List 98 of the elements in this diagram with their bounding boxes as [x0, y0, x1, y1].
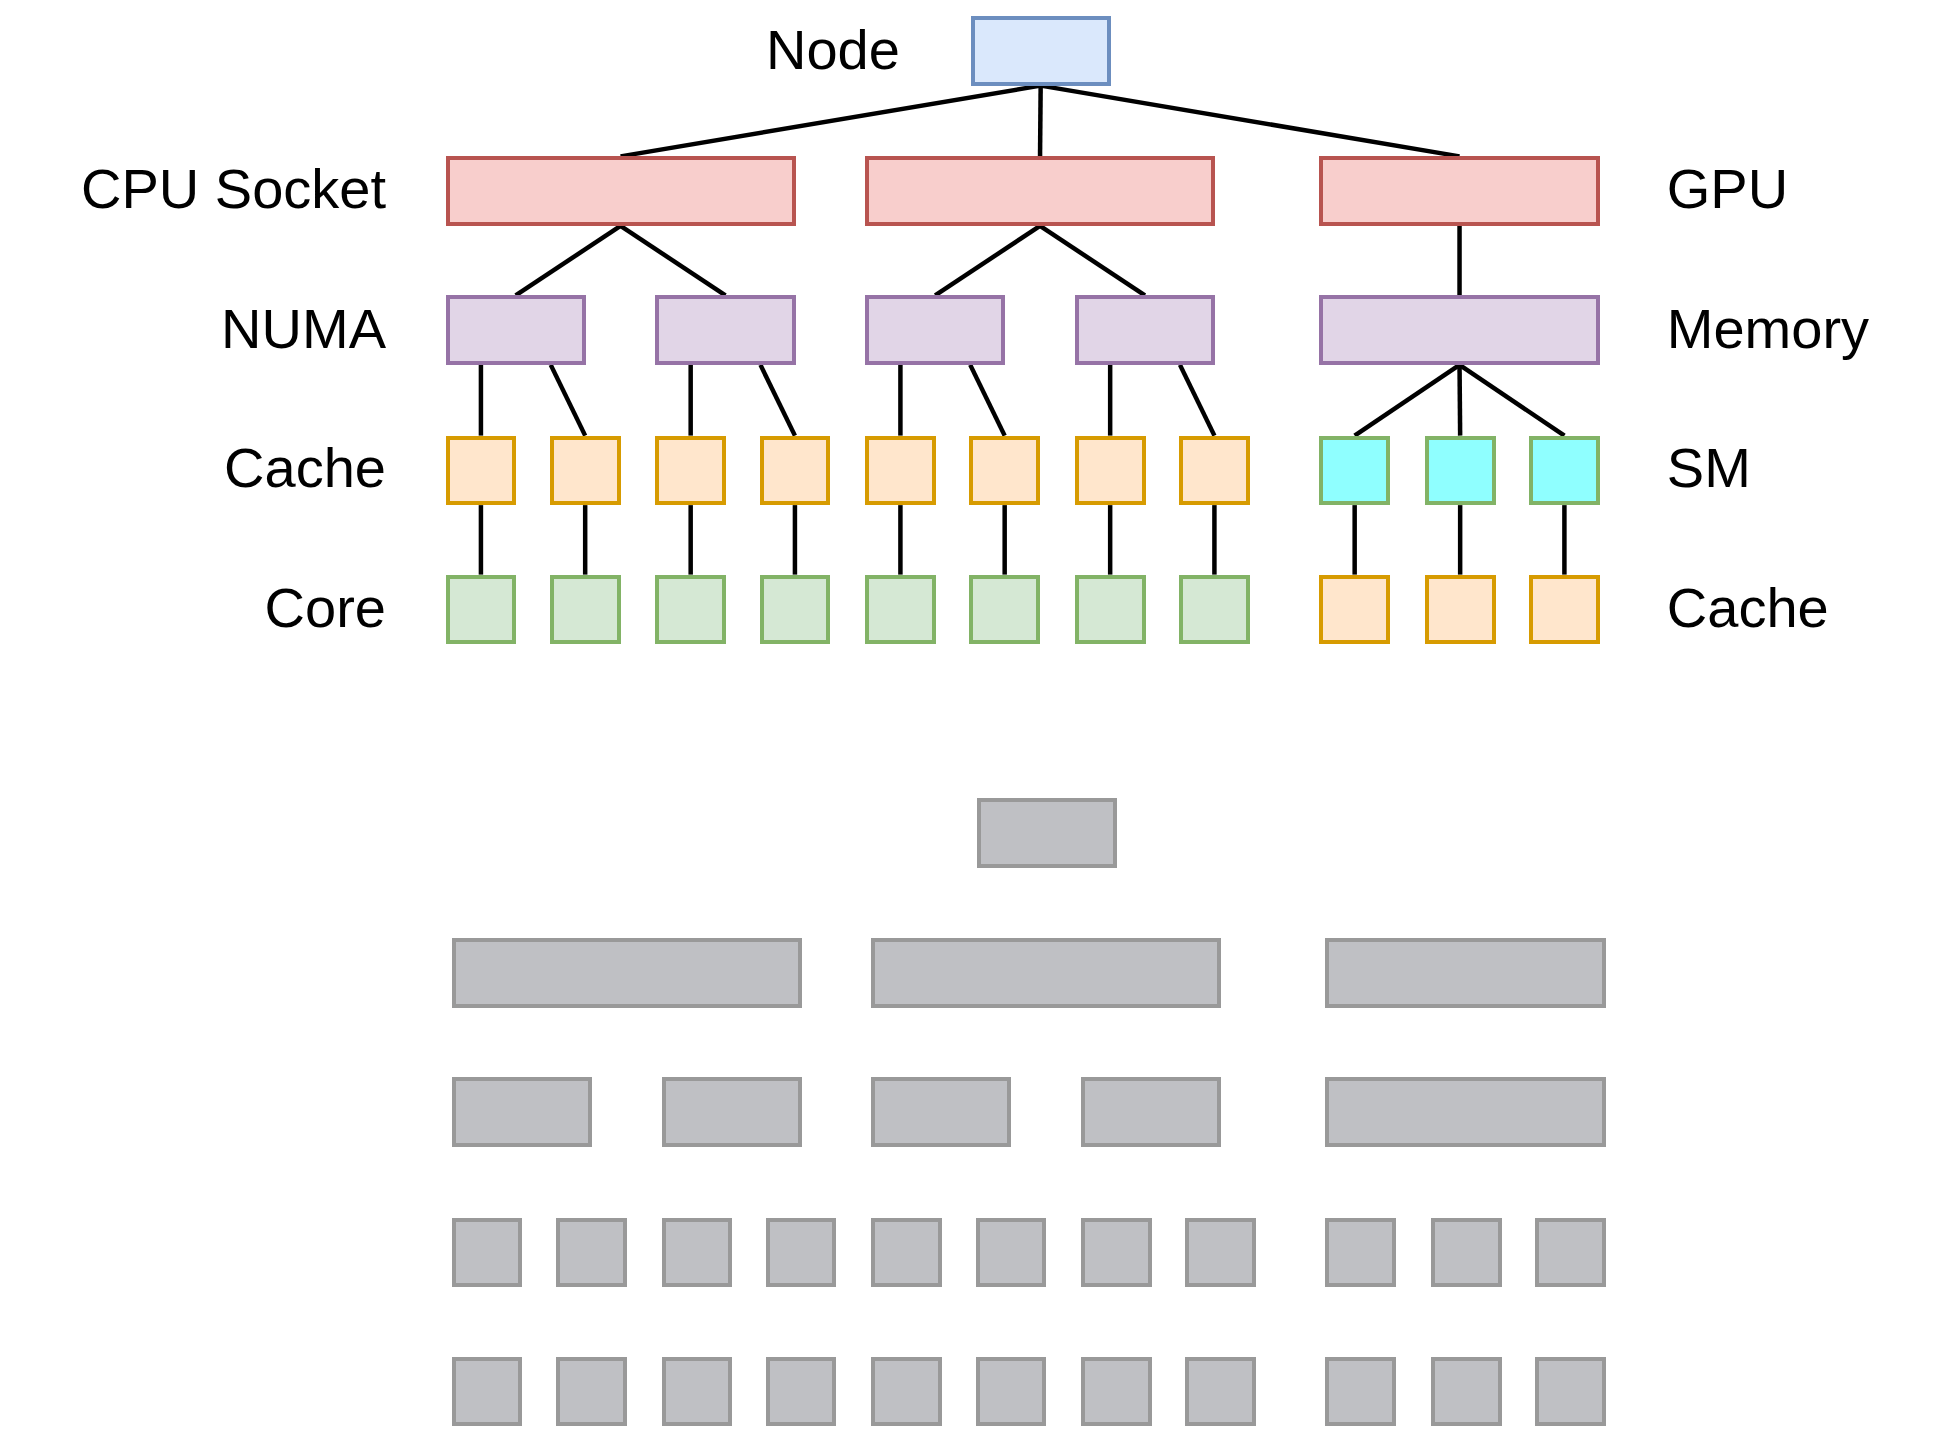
placeholder-box [1325, 938, 1606, 1008]
connector-line [898, 505, 903, 575]
placeholder-box [871, 1077, 1012, 1147]
connector-line [758, 363, 797, 437]
placeholder-box [451, 938, 802, 1008]
connector-line [478, 505, 484, 575]
connector-line [1107, 505, 1113, 575]
connector-line [619, 224, 727, 298]
placeholder-box [1185, 1356, 1256, 1426]
connector-line [582, 505, 588, 575]
placeholder-box [1431, 1356, 1502, 1426]
placeholder-box [871, 938, 1222, 1008]
numa-box [445, 295, 586, 365]
connector-line [1352, 505, 1357, 575]
core-box [1074, 574, 1146, 645]
core-box [445, 574, 517, 645]
cache-box [445, 435, 517, 506]
cache-box [655, 435, 727, 506]
placeholder-box [1081, 1077, 1222, 1147]
numa-box [655, 295, 796, 365]
sm-box [1529, 435, 1600, 506]
row-label: CPU Socket [81, 160, 386, 217]
placeholder-box [556, 1356, 627, 1426]
connector-line [1038, 224, 1147, 298]
placeholder-box [975, 1217, 1047, 1287]
node-box [970, 16, 1111, 86]
connector-line [933, 224, 1042, 298]
core-box [549, 574, 621, 645]
placeholder-box [1081, 1217, 1152, 1287]
row-label: GPU [1666, 160, 1789, 217]
row-label: Cache [1666, 580, 1829, 637]
connector-line [1212, 505, 1217, 575]
placeholder-box [976, 798, 1117, 868]
connector-line [514, 224, 622, 298]
placeholder-box [451, 1077, 592, 1147]
placeholder-box [661, 1217, 733, 1287]
placeholder-box [871, 1356, 942, 1426]
placeholder-box [1185, 1217, 1256, 1287]
placeholder-box [1325, 1356, 1397, 1426]
core-box [1179, 574, 1250, 645]
connector-line [1458, 363, 1566, 438]
connector-line [898, 364, 903, 436]
placeholder-box [765, 1217, 837, 1287]
connector-line [1457, 225, 1462, 296]
numa-box [865, 295, 1006, 365]
connector-line [792, 505, 798, 575]
connector-line [1107, 364, 1113, 436]
numa-box [1074, 295, 1215, 365]
placeholder-box [1431, 1217, 1502, 1287]
cache-box [549, 435, 621, 506]
placeholder-box [871, 1217, 942, 1287]
row-label: Cache [224, 439, 386, 496]
core-box [969, 574, 1041, 645]
memory-box [1319, 295, 1600, 365]
connector-line [968, 363, 1007, 437]
placeholder-box [975, 1356, 1047, 1426]
placeholder-box [661, 1077, 802, 1147]
row-label: NUMA [221, 300, 386, 357]
placeholder-box [765, 1356, 837, 1426]
placeholder-box [1535, 1217, 1606, 1287]
core-box [759, 574, 831, 645]
placeholder-box [1325, 1217, 1397, 1287]
row-label: SM [1666, 439, 1751, 496]
connector-line [688, 505, 693, 575]
placeholder-box [1325, 1077, 1606, 1147]
sm-box [1424, 435, 1496, 506]
cache-box [865, 435, 936, 506]
connector-line [1177, 363, 1217, 437]
cpu-socket-box [865, 156, 1215, 226]
placeholder-box [661, 1356, 733, 1426]
connector-line [1457, 505, 1463, 575]
placeholder-box [451, 1217, 523, 1287]
core-box [655, 574, 727, 645]
row-label: Node [765, 21, 900, 78]
placeholder-box [1081, 1356, 1152, 1426]
placeholder-box [451, 1356, 523, 1426]
cpu-socket-box [445, 156, 796, 226]
cache-box [1319, 574, 1390, 645]
placeholder-box [1535, 1356, 1606, 1426]
row-label: Core [264, 580, 386, 637]
cache-box [969, 435, 1041, 506]
sm-box [1319, 435, 1390, 506]
cache-box [759, 435, 831, 506]
connector-line [1562, 505, 1567, 575]
connector-line [548, 363, 588, 437]
connector-line [478, 364, 484, 436]
cache-box [1074, 435, 1146, 506]
cache-box [1529, 574, 1600, 645]
connector-line [1037, 85, 1043, 157]
cache-box [1424, 574, 1496, 645]
gpu-box [1319, 156, 1600, 226]
placeholder-box [556, 1217, 627, 1287]
core-box [865, 574, 936, 645]
connector-line [1002, 505, 1007, 575]
connector-line [1457, 364, 1463, 436]
connector-line [1040, 83, 1460, 159]
cache-box [1179, 435, 1250, 506]
connector-line [688, 364, 693, 436]
